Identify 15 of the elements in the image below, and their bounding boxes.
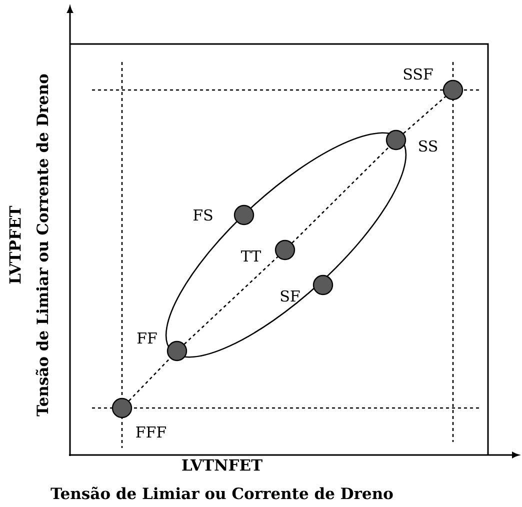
dotted-line [292, 146, 390, 244]
axis-caption: Tensão de Limiar ou Corrente de Dreno [50, 486, 393, 500]
point-label: TT [241, 250, 261, 262]
dotted-line [128, 358, 171, 402]
axis-title: LVTPFET [9, 206, 21, 284]
dotted-line [403, 96, 446, 134]
point-label: SSF [404, 68, 433, 80]
point-label: FF [137, 332, 157, 344]
axis-caption: Tensão de Limiar ou Corrente de Dreno [36, 74, 48, 416]
point-label: FS [194, 209, 212, 221]
point-label: SF [280, 290, 300, 302]
point-label: SS [419, 140, 438, 152]
point-label: FFF [136, 426, 166, 438]
axis-title: LVTNFET [182, 459, 262, 471]
dotted-line [184, 256, 278, 345]
